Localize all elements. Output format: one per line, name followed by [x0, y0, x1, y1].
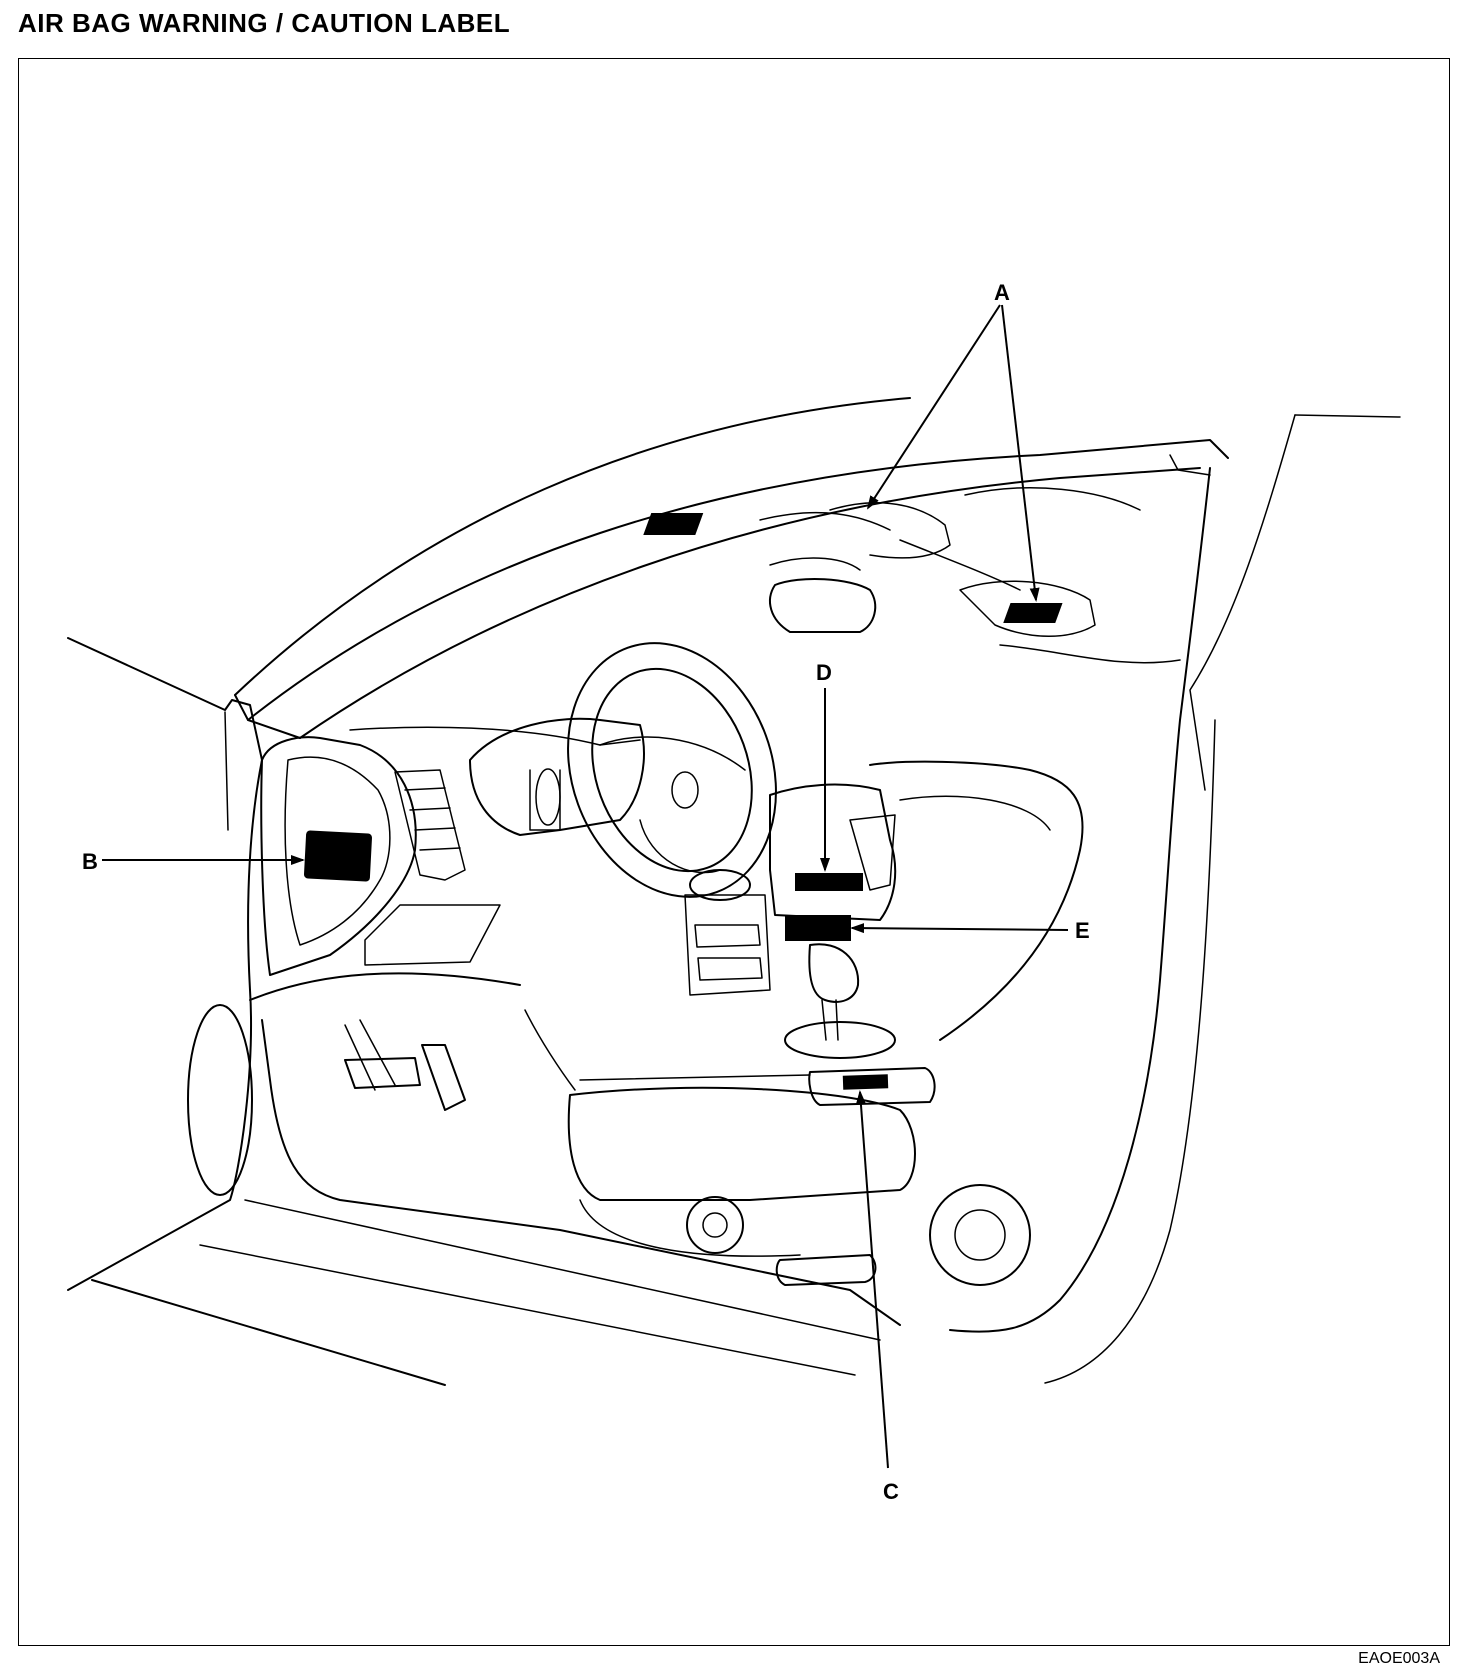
gear-shift — [784, 943, 896, 1059]
callout-a: A — [994, 280, 1010, 305]
steering-wheel — [567, 642, 777, 901]
arrow-c — [855, 1090, 889, 1469]
dashboard-left-panel — [249, 736, 521, 1001]
label-patch-b — [303, 830, 373, 882]
callout-c: C — [883, 1479, 899, 1504]
label-patch-a-left — [643, 513, 704, 535]
figure-frame — [18, 58, 1450, 1646]
door-edge — [67, 637, 446, 1386]
callout-e: E — [1075, 918, 1090, 943]
passenger-seat — [567, 760, 1084, 1286]
b-pillar-lines — [949, 414, 1401, 1384]
label-patch-c — [842, 1074, 889, 1090]
center-console — [684, 783, 897, 996]
label-patch-e — [785, 915, 851, 941]
arrow-a-right — [1001, 304, 1040, 602]
headliner-and-visors — [643, 487, 1181, 664]
arrow-e — [850, 923, 1069, 934]
armrest — [579, 1067, 936, 1106]
figure-code: EAOE003A — [1358, 1650, 1440, 1667]
label-patch-d — [795, 873, 863, 891]
label-patch-a-right — [1003, 603, 1063, 623]
instrument-cluster — [469, 717, 645, 836]
arrow-a-left — [866, 304, 1001, 510]
windshield-frame — [234, 397, 1229, 739]
callout-arrows — [102, 304, 1069, 1469]
center-vents — [349, 726, 641, 881]
page-title: AIR BAG WARNING / CAUTION LABEL — [18, 8, 511, 38]
callout-b: B — [82, 849, 98, 874]
callout-d: D — [816, 660, 832, 685]
floor-and-pedals — [199, 1009, 901, 1376]
